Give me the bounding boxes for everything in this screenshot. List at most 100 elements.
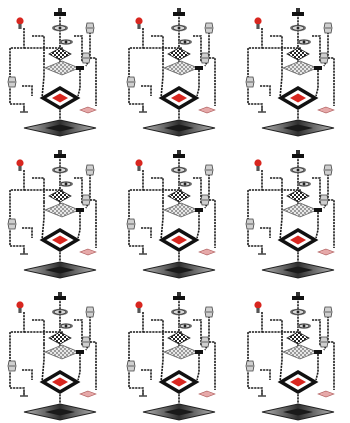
gear-icon (290, 25, 306, 32)
diamond-red-icon (162, 230, 196, 250)
pink-plate-icon (199, 107, 215, 113)
gear-hub (178, 169, 181, 172)
checker-block-icon (168, 332, 190, 344)
connector-icon (8, 219, 16, 229)
gear-icon (59, 39, 73, 45)
pink-plate-icon (80, 249, 96, 255)
sensor-stem (137, 24, 140, 29)
pink-plate-icon (199, 391, 215, 397)
pink-plate-icon (80, 391, 96, 397)
node-icon (76, 208, 84, 212)
sensor-stem (18, 24, 21, 29)
sensor-stem (256, 166, 259, 171)
top-connector-bar (54, 12, 66, 16)
sensor-red-icon (135, 159, 142, 171)
sensor-head (16, 301, 23, 308)
top-connector-pin (58, 150, 62, 154)
pink-plate-icon (318, 107, 334, 113)
top-connector-pin (58, 292, 62, 296)
wire-line (260, 228, 270, 238)
top-connector-bar (173, 12, 185, 16)
connector-icon (201, 53, 209, 63)
diagram-panel-3 (8, 150, 96, 278)
connector-icon (201, 337, 209, 347)
connector-icon (127, 361, 135, 371)
light-plate-icon (164, 345, 198, 359)
base-diamond-icon (262, 404, 334, 420)
sensor-stem (137, 166, 140, 171)
wire-line (248, 170, 262, 246)
wire-line (22, 228, 32, 238)
gear-hub (303, 325, 306, 328)
gear-hub (178, 27, 181, 30)
wire-line (90, 58, 96, 106)
sensor-head (135, 159, 142, 166)
gear-hub (297, 311, 300, 314)
connector-icon (205, 165, 213, 175)
wire-line (129, 104, 143, 112)
wire-line (248, 104, 262, 112)
diamond-red-icon (162, 372, 196, 392)
sensor-red-icon (135, 301, 142, 313)
diagram-panel-1 (127, 8, 215, 136)
light-plate-icon (164, 61, 198, 75)
wire-line (161, 60, 163, 98)
wire-line (209, 58, 215, 106)
top-connector-pin (58, 8, 62, 12)
connector-icon (82, 53, 90, 63)
gear-hub (59, 169, 62, 172)
wire-line (260, 370, 270, 380)
diamond-red-icon (162, 88, 196, 108)
light-plate-icon (283, 345, 317, 359)
wire-line (193, 320, 201, 346)
wire-line (197, 70, 199, 96)
connector-icon (201, 195, 209, 205)
base-diamond-icon (143, 262, 215, 278)
top-connector-bar (54, 296, 66, 300)
wire-line (197, 212, 199, 238)
checker-block-icon (168, 48, 190, 60)
wire-line (209, 200, 215, 248)
gear-hub (59, 27, 62, 30)
gear-icon (178, 323, 192, 329)
gear-hub (178, 311, 181, 314)
sensor-stem (18, 308, 21, 313)
wire-line (209, 342, 215, 390)
wire-line (193, 36, 201, 62)
diamond-red-icon (43, 88, 77, 108)
light-plate-icon (164, 203, 198, 217)
node-icon (76, 350, 84, 354)
gear-icon (290, 167, 306, 174)
wire-line (129, 312, 143, 388)
wire-line (42, 344, 44, 382)
connector-icon (205, 23, 213, 33)
wire-line (141, 228, 151, 238)
sensor-red-icon (254, 159, 261, 171)
base-diamond-icon (24, 404, 96, 420)
wire-line (328, 58, 334, 106)
wire-line (248, 28, 262, 104)
connector-icon (86, 23, 94, 33)
wire-line (10, 246, 24, 254)
connector-icon (246, 219, 254, 229)
gear-hub (297, 27, 300, 30)
gear-icon (52, 25, 68, 32)
wire-line (328, 200, 334, 248)
node-icon (195, 66, 203, 70)
node-icon (314, 66, 322, 70)
wire-line (316, 212, 318, 238)
sensor-stem (137, 308, 140, 313)
wire-line (141, 86, 151, 96)
gear-icon (290, 309, 306, 316)
sensor-head (16, 159, 23, 166)
wire-line (280, 344, 282, 382)
light-plate-icon (45, 61, 79, 75)
top-connector-bar (292, 12, 304, 16)
node-icon (314, 350, 322, 354)
gear-icon (297, 323, 311, 329)
sensor-red-icon (16, 159, 23, 171)
gear-icon (297, 181, 311, 187)
wire-line (90, 342, 96, 390)
